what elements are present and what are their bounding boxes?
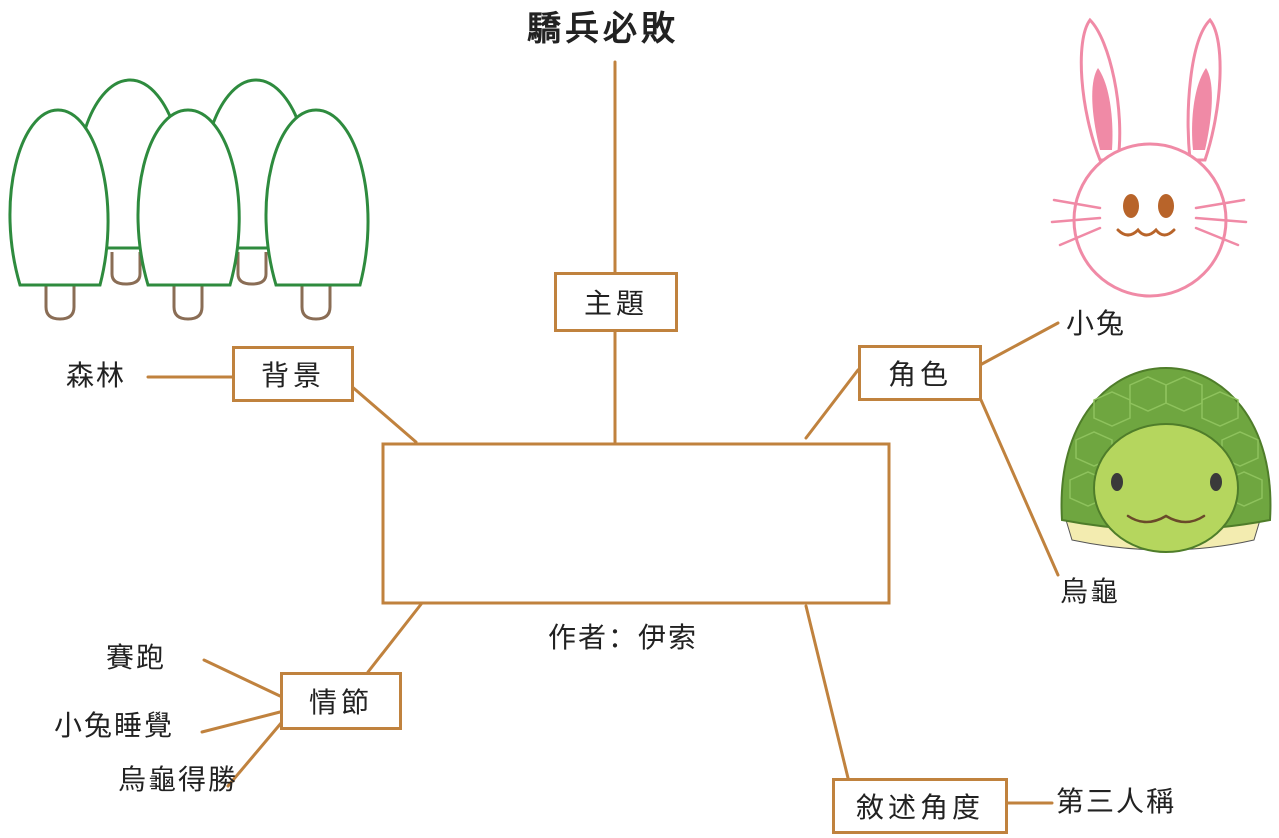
setting-box-label: 背景 <box>260 359 325 392</box>
plot-item-turtle-wins: 烏龜得勝 <box>118 763 239 796</box>
narration-box: 敘述角度 <box>832 778 1008 834</box>
setting-box: 背景 <box>232 346 354 402</box>
rabbit-icon <box>1050 17 1248 298</box>
central-box <box>381 442 891 605</box>
narration-value: 第三人稱 <box>1056 785 1177 818</box>
plot-box-label: 情節 <box>308 686 373 719</box>
plot-item-race: 賽跑 <box>106 641 167 674</box>
trees-icon <box>8 78 370 321</box>
plot-item-rabbit-sleeps: 小兔睡覺 <box>54 709 175 742</box>
character-rabbit: 小兔 <box>1066 307 1127 340</box>
character-turtle: 烏龜 <box>1060 575 1121 608</box>
connector-lines <box>146 60 1060 805</box>
setting-value: 森林 <box>66 359 127 392</box>
author-line: 作者：伊索 <box>548 621 699 654</box>
characters-box-label: 角色 <box>887 358 952 391</box>
theme-box-label: 主題 <box>583 287 648 320</box>
characters-box: 角色 <box>858 345 982 401</box>
theme-box: 主題 <box>554 272 678 332</box>
narration-box-label: 敘述角度 <box>855 791 984 824</box>
turtle-icon <box>1060 366 1272 553</box>
plot-box: 情節 <box>280 672 402 730</box>
theme-title: 驕兵必敗 <box>527 9 679 49</box>
